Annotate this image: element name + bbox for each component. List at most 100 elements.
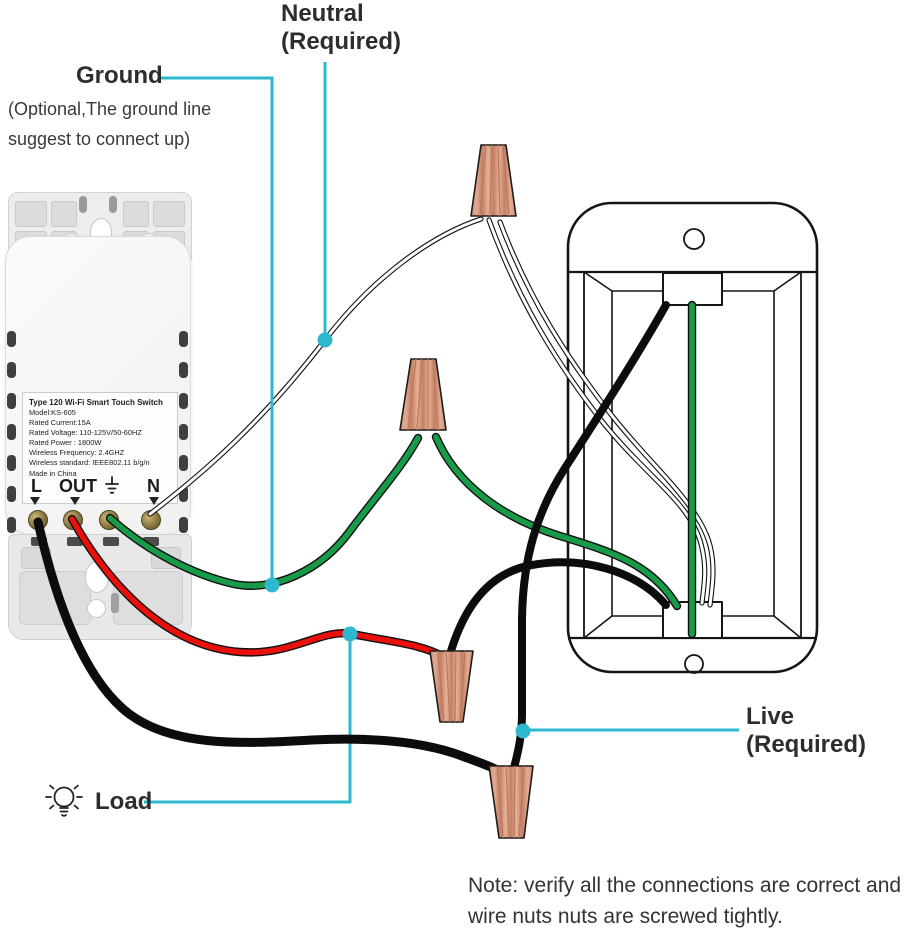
terminal-screw-out <box>63 510 83 530</box>
wire-slot <box>103 537 119 546</box>
callout-dots <box>264 332 531 739</box>
callout-lines <box>144 62 739 804</box>
wall-plate <box>566 201 819 674</box>
spec-line: Rated Power : 1800W <box>29 438 102 448</box>
spec-title: Type 120 Wi-Fi Smart Touch Switch <box>29 398 163 407</box>
load-callout-dot <box>342 626 358 642</box>
mounting-recess <box>51 201 77 227</box>
terminal-arrow <box>30 497 40 505</box>
mounting-recess <box>19 571 91 625</box>
mounting-recess <box>153 201 185 227</box>
ground-wires-outline <box>105 300 697 639</box>
neutral-wire-to-switch-outline <box>147 216 484 517</box>
ground-symbol-icon <box>105 476 119 494</box>
note-text: Note: verify all the connections are cor… <box>468 870 901 931</box>
vent-slot <box>7 362 16 378</box>
neutral-label-line2: (Required) <box>281 28 401 55</box>
wire-nuts <box>399 144 534 839</box>
mounting-recess <box>123 201 149 227</box>
wall-plate-outline <box>566 201 819 674</box>
plate-screw-hole-top <box>683 228 705 250</box>
vent-slot <box>179 424 188 440</box>
terminal-label-out: OUT <box>59 476 97 496</box>
mounting-hole <box>87 599 106 618</box>
wire-slot <box>67 537 83 546</box>
neutral-wire-to-box-b <box>498 220 715 607</box>
wire-nut-load <box>429 650 474 723</box>
spec-line: Rated Current:15A <box>29 418 91 428</box>
neutral-wires-core <box>148 217 715 607</box>
vent-slot <box>179 362 188 378</box>
bevel-line <box>773 615 802 639</box>
bevel-line <box>583 271 613 292</box>
ground-wire-to-box <box>433 434 680 609</box>
mounting-slot <box>79 196 87 213</box>
load-callout-line <box>144 636 352 804</box>
vent-slot <box>179 331 188 347</box>
live-label-line2: (Required) <box>746 731 866 758</box>
bevel-line <box>583 615 613 639</box>
box-opening <box>583 271 802 639</box>
neutral-wire-to-box-b-outline <box>497 219 716 608</box>
neutral-wire-to-box-a-outline <box>486 217 708 606</box>
live-wire-from-box <box>510 301 670 772</box>
vent-slot <box>179 517 188 533</box>
vent-slot <box>7 517 16 533</box>
neutral-callout-dot <box>317 332 333 348</box>
wire-nut-ground <box>399 358 447 431</box>
live-label: Live (Required) <box>746 703 866 759</box>
screw-boss <box>151 547 181 569</box>
ground-wires-core <box>107 302 695 637</box>
neutral-wires-outline <box>147 216 716 608</box>
mounting-recess <box>15 201 47 227</box>
vent-slot <box>7 393 16 409</box>
cable-entry-tab-bottom <box>662 601 723 639</box>
mounting-recess <box>113 571 183 625</box>
note-line1: Note: verify all the connections are cor… <box>468 874 902 897</box>
terminal-screw-l <box>28 510 48 530</box>
live-callout-dot <box>515 723 531 739</box>
wire-nut-live <box>488 765 534 839</box>
spec-line: Wireless Frequency: 2.4GHZ <box>29 448 125 458</box>
vent-slot <box>179 393 188 409</box>
terminal-label-l: L <box>31 476 42 496</box>
screw-boss <box>21 547 51 569</box>
load-label: Load <box>95 788 153 815</box>
spec-line: Rated Voltage: 110-125V/50-60HZ <box>29 428 142 438</box>
terminal-arrow <box>149 497 159 505</box>
vent-slot <box>179 486 188 502</box>
ground-label: Ground <box>76 62 163 89</box>
wire-slot <box>143 537 159 546</box>
cable-entry-tab-top <box>662 272 723 306</box>
note-line2: wire nuts nuts are screwed tightly. <box>468 905 783 928</box>
ground-note-line1: (Optional,The ground line <box>8 99 212 119</box>
terminal-arrow <box>70 497 80 505</box>
mounting-slot <box>109 196 117 213</box>
neutral-wire-to-box-a <box>487 218 707 605</box>
wire-nut-neutral <box>470 144 517 217</box>
neutral-label-line1: Neutral <box>281 0 364 27</box>
switch-bottom-mounting-plate <box>8 534 192 640</box>
wire-slot <box>31 537 47 546</box>
vent-slot <box>7 331 16 347</box>
vent-slot <box>7 455 16 471</box>
lightbulb-icon <box>45 784 83 817</box>
ground-callout-dot <box>264 577 280 593</box>
neutral-wire-to-switch <box>148 217 483 516</box>
neutral-label: Neutral (Required) <box>281 0 401 56</box>
live-label-line1: Live <box>746 703 795 730</box>
spec-line: Made in China <box>29 468 77 478</box>
terminal-label-n: N <box>147 476 160 496</box>
load-wire-to-box <box>447 558 670 655</box>
terminal-screw-n <box>141 510 161 530</box>
vent-slot <box>7 424 16 440</box>
switch-spec-label: Type 120 Wi-Fi Smart Touch Switch Model:… <box>22 392 178 505</box>
vent-slot <box>179 455 188 471</box>
vent-slot <box>7 486 16 502</box>
ground-note: (Optional,The ground line suggest to con… <box>8 94 211 154</box>
bevel-line <box>773 271 802 292</box>
spec-line: Model:KS-605 <box>29 408 76 417</box>
ground-note-line2: suggest to connect up) <box>8 129 191 149</box>
mounting-hole <box>85 561 109 593</box>
